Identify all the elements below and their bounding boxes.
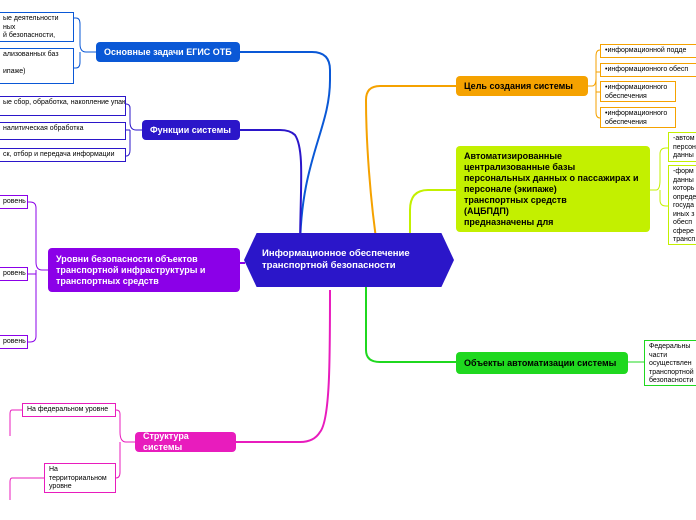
connector-structure-leaf <box>9 409 135 500</box>
branch-acbpdp[interactable]: Автоматизированные централизованные базы… <box>456 146 650 232</box>
branch-tasks[interactable]: Основные задачи ЕГИС ОТБ <box>96 42 240 62</box>
central-topic-label: Информационное обеспечение транспортной … <box>262 248 410 271</box>
leaf-goal-2[interactable]: •информационного обесп <box>600 63 696 77</box>
branch-objects-label: Объекты автоматизации системы <box>464 357 617 368</box>
connector-functions-leaf <box>125 103 142 157</box>
leaf-tasks-1[interactable]: ые деятельности ных й безопасности, <box>0 12 74 42</box>
connector-structure <box>236 289 331 443</box>
leaf-tasks-2[interactable]: ализованных баз ипаже) <box>0 48 74 84</box>
leaf-goal-1[interactable]: •информационной подде <box>600 44 696 58</box>
branch-structure[interactable]: Структура системы <box>135 431 236 452</box>
branch-structure-label: Структура системы <box>143 431 189 452</box>
connector-tasks <box>240 51 331 253</box>
connector-acbpdp-leaf <box>650 147 668 207</box>
connector-goal-leaf <box>588 49 601 119</box>
branch-acbpdp-label: Автоматизированные централизованные базы… <box>464 150 639 227</box>
leaf-goal-4[interactable]: •информационного обеспечения <box>600 107 676 128</box>
leaf-structure-1[interactable]: На федеральном уровне <box>22 403 116 417</box>
leaf-functions-1[interactable]: ые сбор, обработка, накопление упающей и… <box>0 96 126 116</box>
connector-acbpdp <box>409 189 456 252</box>
leaf-functions-2[interactable]: налитическая обработка <box>0 122 126 140</box>
branch-levels-label: Уровни безопасности объектов транспортно… <box>56 253 206 286</box>
connector-levels-leaf <box>28 201 48 343</box>
connector-tasks-leaf <box>72 17 96 69</box>
branch-goal-label: Цель создания системы <box>464 80 573 91</box>
leaf-structure-2[interactable]: На территориальном уровне <box>44 463 116 493</box>
connector-functions <box>240 129 303 253</box>
branch-levels[interactable]: Уровни безопасности объектов транспортно… <box>48 248 240 292</box>
branch-functions[interactable]: Функции системы <box>142 120 240 140</box>
branch-tasks-label: Основные задачи ЕГИС ОТБ <box>104 46 232 57</box>
connector-goal <box>364 85 456 253</box>
branch-goal[interactable]: Цель создания системы <box>456 76 588 96</box>
central-topic[interactable]: Информационное обеспечение транспортной … <box>244 233 454 287</box>
leaf-levels-3[interactable]: ровень <box>0 335 28 349</box>
leaf-functions-3[interactable]: ск, отбор и передача информации <box>0 148 126 162</box>
branch-objects[interactable]: Объекты автоматизации системы <box>456 352 628 374</box>
leaf-acbpdp-1[interactable]: -автом персон данны <box>668 132 696 162</box>
leaf-levels-2[interactable]: ровень <box>0 267 28 281</box>
leaf-objects-1[interactable]: Федеральны части осуществлен транспортно… <box>644 340 696 386</box>
leaf-levels-1[interactable]: ровень <box>0 195 28 209</box>
connector-objects <box>365 282 456 363</box>
leaf-goal-3[interactable]: •информационного обеспечения <box>600 81 676 102</box>
leaf-acbpdp-2[interactable]: -форм данны которь опреде госуда иных з … <box>668 165 696 245</box>
branch-functions-label: Функции системы <box>150 124 231 135</box>
